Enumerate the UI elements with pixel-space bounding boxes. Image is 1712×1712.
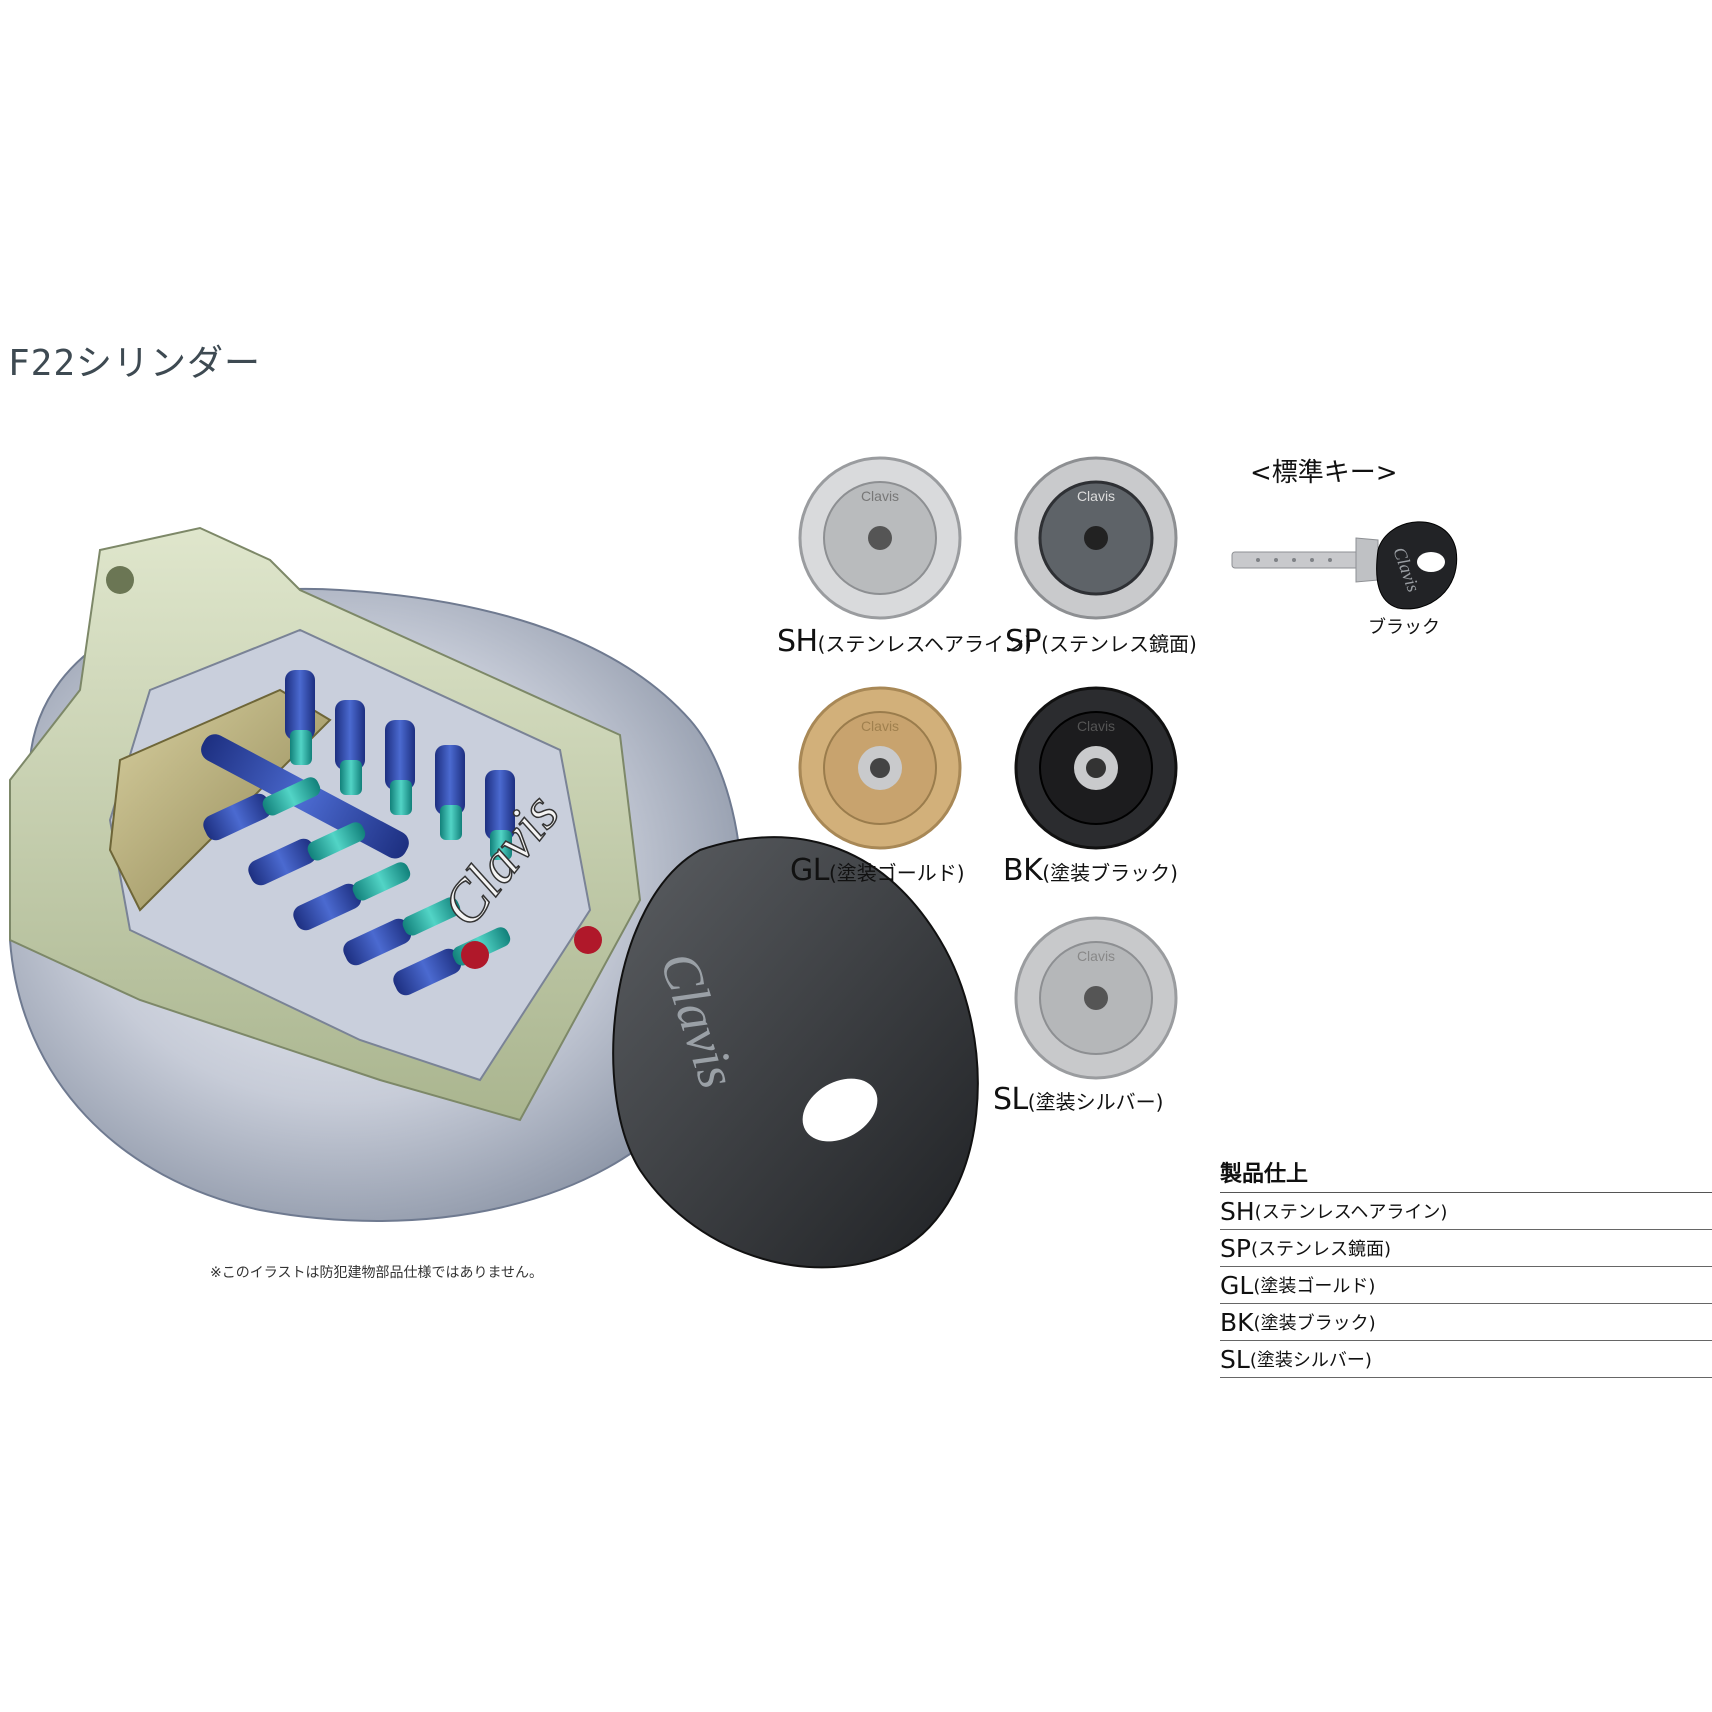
cylinder-cutaway-illustration: Clavis Clavis <box>8 526 979 1269</box>
key-hole <box>802 1078 878 1142</box>
finish-spec-table: 製品仕上 SH(ステンレスヘアライン) SP(ステンレス鏡面) GL(塗装ゴール… <box>1220 1154 1712 1378</box>
ball-bearing <box>461 941 489 969</box>
page-title: F22シリンダー <box>8 343 262 384</box>
table-row: BK(塗装ブラック) <box>1220 1304 1712 1341</box>
standard-key-color-label: ブラック <box>1368 617 1440 638</box>
cylinder-plug <box>108 688 332 912</box>
spec-heading: 製品仕上 <box>1220 1154 1712 1193</box>
finish-swatch-sl: Clavis <box>1013 915 1179 1085</box>
inserted-key-bow <box>612 836 979 1269</box>
table-row: SH(ステンレスヘアライン) <box>1220 1193 1712 1230</box>
cylinder-face-icon: Clavis <box>1014 686 1178 850</box>
table-row: SP(ステンレス鏡面) <box>1220 1230 1712 1267</box>
mounting-hole <box>106 566 134 594</box>
finish-label-bk: BK(塗装ブラック) <box>1003 853 1178 888</box>
finish-swatch-sp: Clavis <box>1013 455 1179 625</box>
svg-text:Clavis: Clavis <box>1077 718 1115 734</box>
cylinder-face-icon: Clavis <box>1014 456 1178 620</box>
finish-label-sh: SH(ステンレスヘアライン) <box>777 624 1032 659</box>
svg-text:Clavis: Clavis <box>861 718 899 734</box>
finish-swatch-bk: Clavis <box>1013 685 1179 855</box>
ball-bearing <box>574 926 602 954</box>
finish-swatch-gl: Clavis <box>797 685 963 855</box>
illustration-note: ※このイラストは防犯建物部品仕様ではありません。 <box>210 1265 544 1281</box>
finish-label-sp: SP(ステンレス鏡面) <box>1005 624 1197 659</box>
table-row: SL(塗装シルバー) <box>1220 1341 1712 1378</box>
cylinder-face-icon: Clavis <box>1014 916 1178 1080</box>
upper-pin-row <box>285 670 515 860</box>
svg-text:Clavis: Clavis <box>1077 948 1115 964</box>
finish-label-gl: GL(塗装ゴールド) <box>790 853 965 888</box>
standard-key-title: <標準キー> <box>1250 458 1398 488</box>
svg-text:Clavis: Clavis <box>1077 488 1115 504</box>
table-row: GL(塗装ゴールド) <box>1220 1267 1712 1304</box>
cylinder-face-icon: Clavis <box>798 686 962 850</box>
svg-text:Clavis: Clavis <box>861 488 899 504</box>
finish-swatch-sh: Clavis <box>797 455 963 625</box>
standard-key-icon: Clavis <box>1231 521 1458 610</box>
cylinder-face-icon: Clavis <box>798 456 962 620</box>
finish-label-sl: SL(塗装シルバー) <box>993 1082 1164 1117</box>
